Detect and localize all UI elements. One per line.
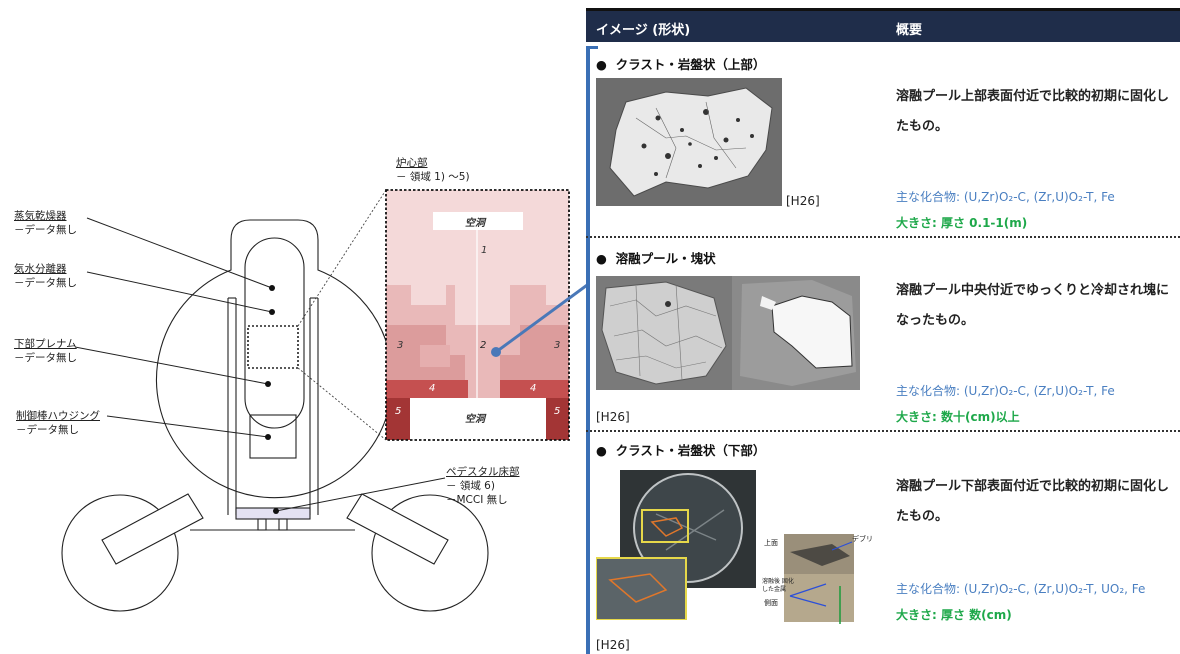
row-separator xyxy=(586,430,1180,432)
photo-label-side: 側面 xyxy=(764,599,778,607)
header-summary: 概要 xyxy=(896,23,923,38)
table-row: ● 溶融プール・塊状 [H26] 溶融プール中央付近でゆっくりと冷却され塊になっ… xyxy=(586,236,1180,430)
row-description: 溶融プール下部表面付近で比較的初期に固化したもの。 xyxy=(896,479,1170,524)
left-torus xyxy=(61,494,179,612)
void-bottom-label: 空洞 xyxy=(465,414,485,425)
photo-label-metal: した金属 xyxy=(762,586,787,593)
pedestal-title: ペデスタル床部 xyxy=(446,466,520,478)
molten-pool-photo-2 xyxy=(732,276,860,390)
photo-label-melt: 溶融後 固化 xyxy=(762,578,794,585)
photo-label-top: 上面 xyxy=(764,539,778,547)
right-torus xyxy=(371,494,489,612)
crd-housing-sub: －データ無し xyxy=(16,424,79,436)
molten-pool-photo-1 xyxy=(596,276,732,390)
row-size: 大きさ: 厚さ 0.1-1(m) xyxy=(896,216,1028,230)
lower-plenum-title: 下部プレナム xyxy=(14,338,77,350)
row-compounds: 主な化合物: (U,Zr)O₂-C, (Zr,U)O₂-T, Fe xyxy=(896,384,1115,398)
region-4-left-label: 4 xyxy=(429,383,436,394)
reactor-diagram xyxy=(61,189,586,612)
row-ref: [H26] xyxy=(786,194,820,208)
row-bracket-cap xyxy=(586,46,598,49)
void-top-label: 空洞 xyxy=(465,218,485,229)
debris-table: イメージ (形状) 概要 ● クラスト・岩盤状（上部） [H26] 溶融プール上… xyxy=(586,8,1180,654)
inset-pointer-line xyxy=(495,284,586,354)
pedestal-sub2: －MCCI 無し xyxy=(446,494,508,506)
region-3-left-label: 3 xyxy=(397,340,404,351)
separator-title: 気水分離器 xyxy=(14,263,67,275)
row-description: 溶融プール中央付近でゆっくりと冷却され塊になったもの。 xyxy=(896,283,1170,328)
region-5-left-label: 5 xyxy=(395,406,402,417)
region-3-right-label: 3 xyxy=(554,340,561,351)
photo-label-debris: デブリ xyxy=(852,535,873,543)
row-ref: [H26] xyxy=(596,410,630,424)
crd-housing-box xyxy=(249,414,297,459)
row-title: ● 溶融プール・塊状 xyxy=(596,251,716,266)
row-bracket xyxy=(586,46,590,654)
lower-plenum-label: 下部プレナム －データ無し xyxy=(14,337,77,365)
core-label: 炉心部 － 領域 1) ～5) xyxy=(396,156,470,184)
pedestal-label: ペデスタル床部 － 領域 6) －MCCI 無し xyxy=(446,465,520,507)
rpv-capsule xyxy=(244,237,305,429)
crd-housing-title: 制御棒ハウジング xyxy=(16,410,100,422)
table-row: ● クラスト・岩盤状（下部） 上面 デブリ 溶融後 固化 した金属 側面 [H2… xyxy=(586,430,1180,654)
steam-dryer-title: 蒸気乾燥器 xyxy=(14,210,67,222)
region-2-label: 2 xyxy=(480,340,487,351)
core-inset xyxy=(385,189,570,441)
row-compounds: 主な化合物: (U,Zr)O₂-C, (Zr,U)O₂-T, UO₂, Fe xyxy=(896,582,1146,596)
row-size: 大きさ: 数十(cm)以上 xyxy=(896,410,1020,424)
reactor-vessel-outline xyxy=(155,219,394,499)
core-sub: － 領域 1) ～5) xyxy=(396,171,470,183)
table-row: ● クラスト・岩盤状（上部） [H26] 溶融プール上部表面付近で比較的初期に固… xyxy=(586,42,1180,236)
core-dotted-box xyxy=(247,325,299,369)
row-title: ● クラスト・岩盤状（下部） xyxy=(596,443,766,458)
row-separator xyxy=(586,236,1180,238)
row-ref: [H26] xyxy=(596,638,630,652)
crust-bottom-sample-photo xyxy=(784,534,854,624)
region-5-right-label: 5 xyxy=(554,406,561,417)
crd-housing-label: 制御棒ハウジング －データ無し xyxy=(16,409,100,437)
crust-top-photo xyxy=(596,78,782,206)
lower-plenum-sub: －データ無し xyxy=(14,352,77,364)
separator-label: 気水分離器 －データ無し xyxy=(14,262,77,290)
region-4-right-label: 4 xyxy=(530,383,537,394)
table-header: イメージ (形状) 概要 xyxy=(586,8,1180,42)
row-description: 溶融プール上部表面付近で比較的初期に固化したもの。 xyxy=(896,89,1170,134)
row-title: ● クラスト・岩盤状（上部） xyxy=(596,57,766,72)
row-compounds: 主な化合物: (U,Zr)O₂-C, (Zr,U)O₂-T, Fe xyxy=(896,190,1115,204)
steam-dryer-sub: －データ無し xyxy=(14,224,77,236)
row-size: 大きさ: 厚さ 数(cm) xyxy=(896,608,1012,622)
header-image: イメージ (形状) xyxy=(596,23,691,38)
region-1-label: 1 xyxy=(481,245,488,256)
separator-sub: －データ無し xyxy=(14,277,77,289)
crust-bottom-photo xyxy=(596,470,756,620)
core-title: 炉心部 xyxy=(396,157,428,169)
pedestal-sub: － 領域 6) xyxy=(446,480,495,492)
steam-dryer-label: 蒸気乾燥器 －データ無し xyxy=(14,209,77,237)
